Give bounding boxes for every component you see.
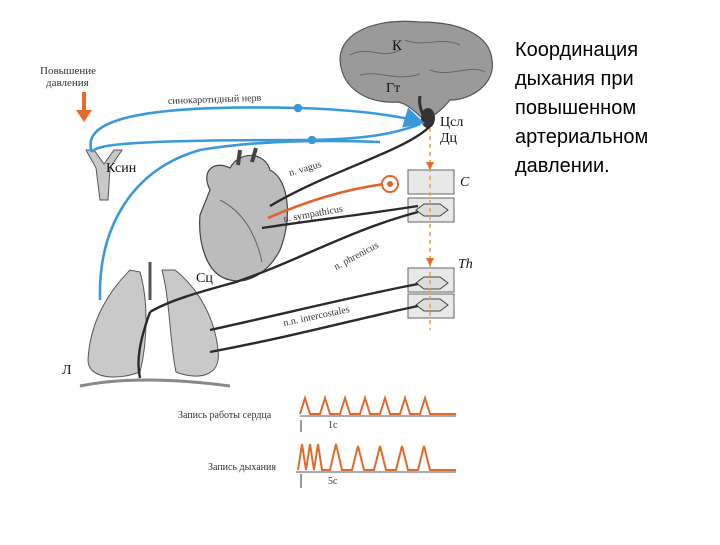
pressure-label-2: давления (46, 77, 89, 89)
heart-recording: Запись работы сердца 1с (178, 398, 456, 432)
title-line: дыхания при (515, 65, 715, 94)
scale-5s-label: 5с (328, 476, 338, 487)
heart-record-label: Запись работы сердца (178, 410, 272, 421)
tsdl-label: Цсл (440, 115, 463, 130)
sc-label: Сц (196, 271, 213, 286)
k-label: К (392, 38, 403, 54)
phrenicus-label: n. phrenicus (332, 240, 380, 273)
title-line: давлении. (515, 152, 715, 181)
gt-label: Гт (386, 81, 400, 96)
slide-title: Координация дыхания при повышенном артер… (515, 36, 715, 181)
spinal-column (408, 128, 454, 330)
c-label: C (460, 175, 470, 190)
intercostales-label: n.n. intercostales (282, 304, 350, 329)
title-line: повышенном (515, 94, 715, 123)
breath-record-label: Запись дыхания (208, 462, 276, 473)
breath-recording: Запись дыхания 5с (208, 444, 456, 488)
scale-1s-label: 1с (328, 420, 338, 431)
title-line: Координация (515, 36, 715, 65)
pressure-label-1: Повышение (40, 65, 96, 77)
ksin-label: Ксин (106, 161, 137, 176)
sinocarotid-label: синокаротидный нерв (168, 93, 262, 107)
pressure-arrow-icon (76, 92, 92, 122)
title-line: артериальном (515, 123, 715, 152)
th-label: Th (458, 257, 473, 272)
dts-label: Дц (440, 131, 458, 146)
vagus-label: n. vagus (288, 159, 323, 179)
l-label: Л (62, 363, 72, 378)
